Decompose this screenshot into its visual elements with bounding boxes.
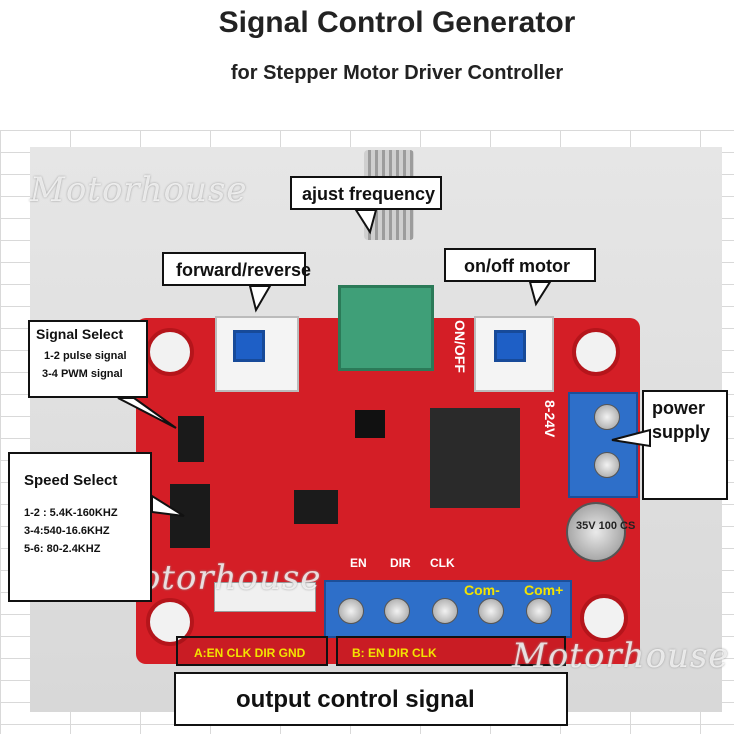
pin-label-clk: CLK [430,556,455,570]
mount-hole-bottom-right [580,594,628,642]
mount-hole-top-right [572,328,620,376]
watermark-top-left: Motorhouse [30,170,248,210]
speed-option-1: 1-2 : 5.4K-160KHZ [24,507,118,519]
signal-select-arrow [117,397,177,429]
mount-hole-bottom-left [146,598,194,646]
power-supply-line-2: supply [652,422,711,442]
power-supply-line-1: power [652,398,706,418]
output-screw-3[interactable] [432,598,458,624]
output-screw-2[interactable] [384,598,410,624]
signal-select-option-2: 3-4 PWM signal [42,368,123,380]
pin-label-en: EN [350,556,367,570]
mount-hole-top-left [146,328,194,376]
signal-jumper-header[interactable] [178,416,204,462]
speed-select-arrow [151,494,185,517]
com-minus-label: Com- [464,582,500,598]
power-supply-callout: power supply [642,390,728,500]
output-screw-4[interactable] [478,598,504,624]
com-plus-label: Com+ [524,582,564,598]
signal-select-option-1: 1-2 pulse signal [44,350,127,362]
frequency-arrow [354,209,378,235]
output-screw-5[interactable] [526,598,552,624]
onoff-silkscreen: ON/OFF [452,320,468,373]
signal-select-callout: Signal Select 1-2 pulse signal 3-4 PWM s… [28,320,148,398]
power-screw-2[interactable] [594,452,620,478]
direction-callout: forward/reverse [162,252,311,286]
watermark-bottom-right: Motorhouse [512,636,730,676]
connector-a-box: A:EN CLK DIR GND [176,636,328,666]
direction-arrow [248,285,272,313]
pin-label-dir: DIR [390,556,411,570]
power-screw-1[interactable] [594,404,620,430]
speed-select-callout: Speed Select 1-2 : 5.4K-160KHZ 3-4:540-1… [8,452,152,602]
power-arrow [611,428,651,448]
connector-b-box: B: EN DIR CLK [336,636,566,666]
connector-a-housing [214,582,316,612]
onoff-button[interactable] [494,330,526,362]
output-screw-1[interactable] [338,598,364,624]
output-signal-callout: output control signal [174,672,568,726]
diode [355,410,385,438]
signal-select-title: Signal Select [36,326,124,342]
voltage-regulator [430,408,520,508]
connector-b-label: B: EN DIR CLK [352,646,437,660]
onoff-callout: on/off motor [444,248,596,282]
potentiometer-body [338,285,434,371]
speed-select-title: Speed Select [24,472,118,489]
voltage-silkscreen: 8-24V [542,400,558,438]
connector-a-label: A:EN CLK DIR GND [194,646,306,660]
capacitor [566,502,626,562]
capacitor-label: 35V 100 CS [576,520,636,532]
page-subtitle: for Stepper Motor Driver Controller [230,62,564,84]
direction-button[interactable] [233,330,265,362]
page-title: Signal Control Generator [218,6,576,39]
speed-option-3: 5-6: 80-2.4KHZ [24,543,101,555]
speed-option-2: 3-4:540-16.6KHZ [24,525,110,537]
ic-chip [294,490,338,524]
onoff-arrow [528,281,552,307]
